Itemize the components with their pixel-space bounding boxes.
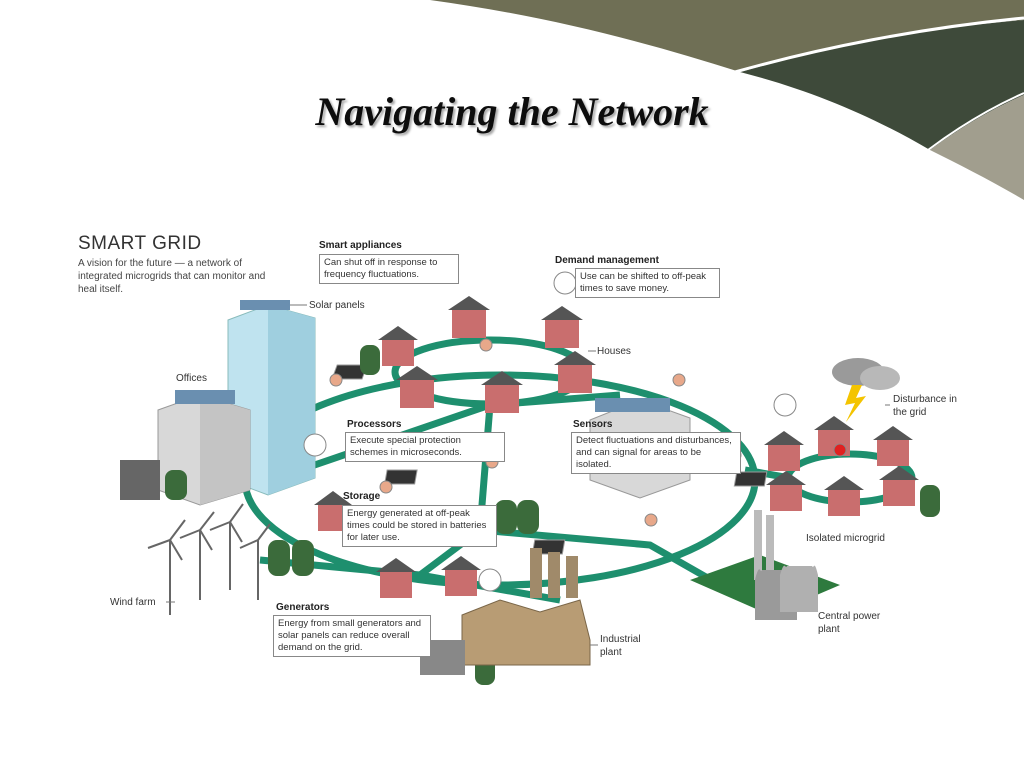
house (824, 476, 864, 516)
label-industrial-plant: Industrial plant (600, 634, 641, 658)
label-isolated-microgrid: Isolated microgrid (806, 533, 885, 544)
callout-title-smart-appliances: Smart appliances (319, 240, 402, 251)
house (441, 556, 481, 596)
label-central-power-plant: Central power plant (818, 611, 881, 635)
diagram-subtitle: A vision for the future — a network of i… (78, 258, 266, 295)
label-houses: Houses (597, 346, 631, 357)
storage-tanks (268, 345, 940, 685)
power-plant (690, 510, 840, 620)
wind-turbines (147, 503, 271, 615)
callout-text-sensors: Detect fluctuations and disturbances, an… (571, 432, 741, 474)
callout-title-generators: Generators (276, 602, 330, 613)
swoosh-gray (930, 95, 1024, 200)
diagram-heading: SMART GRID (78, 233, 202, 254)
house (448, 296, 490, 338)
house (879, 466, 919, 506)
house (554, 351, 596, 393)
house (873, 426, 913, 466)
label-solar-panels: Solar panels (309, 300, 365, 311)
callout-text-smart-appliances: Can shut off in response to frequency fl… (319, 254, 459, 284)
house (481, 371, 523, 413)
callout-title-storage: Storage (343, 491, 381, 502)
label-wind-farm: Wind farm (110, 597, 156, 608)
callout-title-demand-management: Demand management (555, 255, 659, 266)
house (376, 558, 416, 598)
swoosh-highlight (734, 16, 1024, 74)
swoosh-olive (430, 0, 1024, 72)
storm-cloud (832, 358, 900, 422)
processor-chips (331, 364, 768, 555)
callout-text-processors: Execute special protection schemes in mi… (345, 432, 505, 462)
callout-text-generators: Energy from small generators and solar p… (273, 615, 431, 657)
office-buildings (120, 300, 316, 506)
callout-title-processors: Processors (347, 419, 402, 430)
swoosh-dark (740, 20, 1024, 150)
house (396, 366, 438, 408)
house (378, 326, 418, 366)
house (541, 306, 583, 348)
label-disturbance: Disturbance in the grid (893, 394, 957, 418)
callout-text-storage: Energy generated at off-peak times could… (342, 505, 497, 547)
slide-title: Navigating the Network (315, 89, 709, 134)
callout-title-sensors: Sensors (573, 419, 613, 430)
swoosh-highlight-2 (927, 92, 1024, 151)
house (766, 471, 806, 511)
houses (314, 296, 919, 598)
house (764, 431, 804, 471)
lightning-bolt (845, 385, 866, 422)
label-offices: Offices (176, 373, 207, 384)
label-leaders (166, 304, 890, 646)
callout-text-demand-management: Use can be shifted to off-peak times to … (575, 268, 720, 298)
